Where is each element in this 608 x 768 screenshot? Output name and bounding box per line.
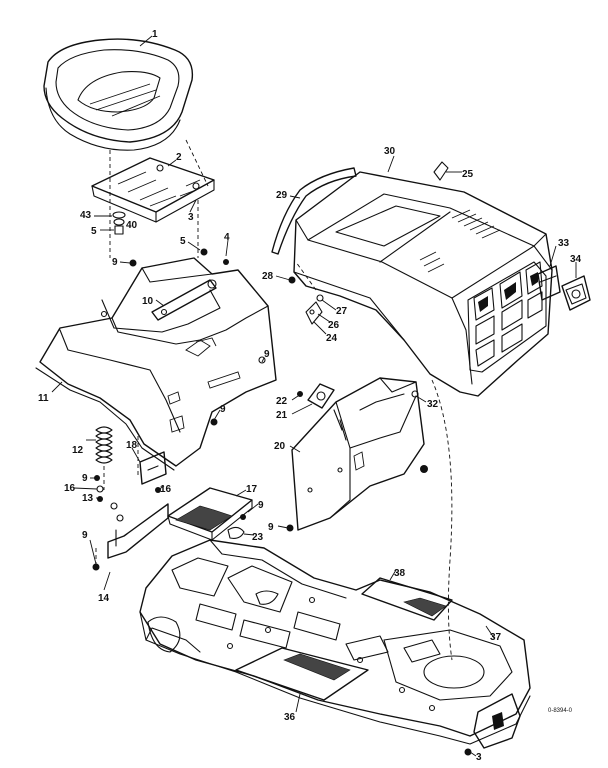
label-9-tray: 9 [258,500,264,511]
label-2: 2 [176,152,182,163]
seat-hardware [112,211,229,265]
label-26: 26 [328,320,340,331]
chassis-frame [139,539,531,756]
label-32: 32 [427,399,439,410]
label-34: 34 [570,254,582,265]
fender [35,257,277,471]
label-3-frame: 3 [476,752,482,763]
label-5-right: 5 [180,236,186,247]
dash-firewall-panel [286,377,428,532]
label-13: 13 [82,493,94,504]
label-9-panel: 9 [268,522,274,533]
label-1: 1 [152,29,158,40]
callouts: 1 2 3 43 40 5 4 5 9 10 11 9 22 21 32 9 1… [38,29,582,763]
label-38: 38 [394,568,406,579]
label-36: 36 [284,712,296,723]
label-9-top: 9 [112,257,118,268]
label-9-spring: 9 [82,473,88,484]
label-3-seat: 3 [188,212,194,223]
label-27: 27 [336,306,348,317]
seat-pivot-bracket [94,451,167,502]
label-18: 18 [126,440,138,451]
headlight-assembly [537,265,591,311]
label-9-mid: 9 [220,404,226,415]
label-24: 24 [326,333,338,344]
label-20: 20 [274,441,286,452]
label-9-fender: 9 [264,349,270,360]
battery-tray [167,487,253,541]
label-12: 12 [72,445,84,456]
label-37: 37 [490,632,502,643]
label-17: 17 [246,484,258,495]
seat-adjust-bracket [92,502,169,571]
drawing-code: 0-8394-0 [548,708,573,714]
label-5-left: 5 [91,226,97,237]
label-14: 14 [98,593,110,604]
hood [293,161,553,397]
label-29: 29 [276,190,288,201]
label-43: 43 [80,210,92,221]
hood-hinge-hardware [288,261,324,325]
label-21: 21 [276,410,288,421]
label-11: 11 [38,393,49,404]
seat-spring [95,426,139,490]
label-23: 23 [252,532,264,543]
label-16-left: 16 [64,483,76,494]
label-10: 10 [142,296,154,307]
label-4: 4 [224,232,230,243]
label-22: 22 [276,396,288,407]
seat [43,38,194,151]
label-40: 40 [126,220,138,231]
label-25: 25 [462,169,474,180]
label-30: 30 [384,146,396,157]
label-28: 28 [262,271,274,282]
seat-bracket [91,139,215,258]
label-9-bottom: 9 [82,530,88,541]
dash-panel-plate [297,383,335,409]
label-16-right: 16 [160,484,172,495]
seat-support-rod [129,259,217,321]
label-33: 33 [558,238,570,249]
hood-trim-strip [271,167,357,255]
